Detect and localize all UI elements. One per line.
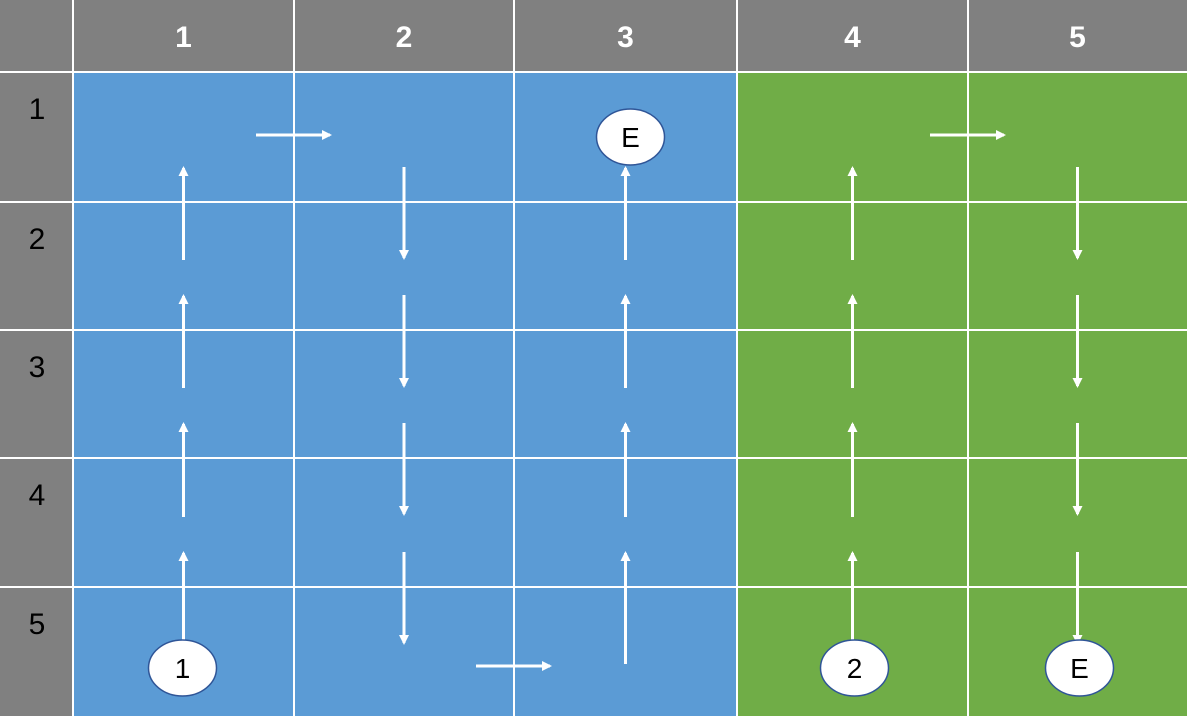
node-circle — [595, 108, 666, 166]
node-circle — [147, 639, 218, 697]
node-label: 2 — [847, 653, 863, 684]
row-header-bar — [0, 72, 73, 716]
row-header-2: 2 — [29, 223, 46, 256]
row-header-4: 4 — [29, 479, 46, 512]
row-header-3: 3 — [29, 351, 46, 384]
column-header-3: 3 — [617, 21, 634, 54]
node-circle — [1044, 639, 1115, 697]
column-header-5: 5 — [1069, 21, 1086, 54]
row-header-5: 5 — [29, 608, 46, 641]
node-label: E — [1070, 653, 1089, 684]
node-end: E — [595, 108, 666, 166]
row-header-1: 1 — [29, 93, 46, 126]
region-2 — [737, 72, 1187, 716]
node-start-1: 1 — [147, 639, 218, 697]
column-header-4: 4 — [844, 21, 861, 54]
column-header-2: 2 — [396, 21, 413, 54]
node-label: 1 — [175, 653, 191, 684]
column-header-1: 1 — [175, 21, 192, 54]
node-start-2: 2 — [819, 639, 890, 697]
node-label: E — [621, 122, 640, 153]
node-end: E — [1044, 639, 1115, 697]
column-header-bar — [0, 0, 1187, 72]
node-circle — [819, 639, 890, 697]
